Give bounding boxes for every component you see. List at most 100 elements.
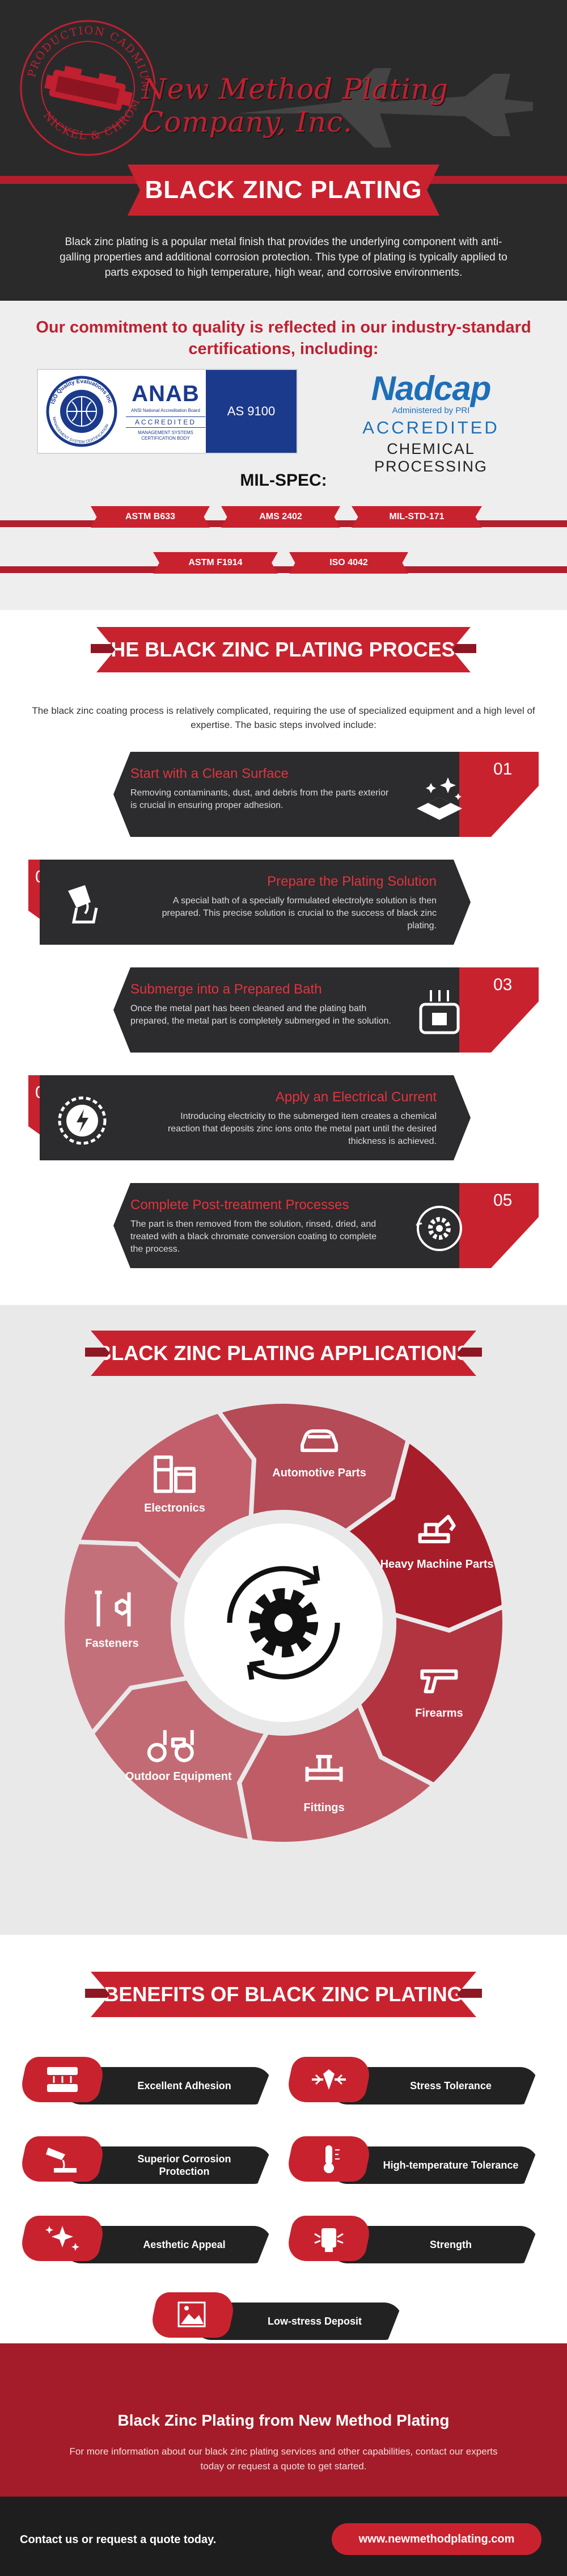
nadcap-accredited: ACCREDITED xyxy=(362,418,500,437)
spec-tag: MIL-STD-171 xyxy=(352,506,482,528)
spec-tag: ASTM B633 xyxy=(91,506,210,528)
anab-tagline: ANSI National Accreditation Board xyxy=(131,408,200,413)
as9100-label: AS 9100 xyxy=(206,370,297,453)
pipe-fitting-icon xyxy=(305,1754,343,1782)
application-label: Fasteners xyxy=(85,1637,139,1649)
car-icon xyxy=(301,1429,338,1453)
step-title: Apply an Electrical Current xyxy=(275,1089,437,1105)
process-title: THE BLACK ZINC PLATING PROCESS xyxy=(98,638,469,661)
benefits-section: BENEFITS OF BLACK ZINC PLATING Excellent… xyxy=(0,1935,567,2343)
step-number: 01 xyxy=(493,760,513,778)
footer-title: Black Zinc Plating from New Method Plati… xyxy=(117,2411,450,2429)
binoculars-icon xyxy=(147,1730,194,1762)
benefit-badge xyxy=(284,2216,374,2261)
spec-stripe-2 xyxy=(0,566,567,573)
benefit-label: Low-stress Deposit xyxy=(267,2316,362,2327)
pistol-icon xyxy=(420,1669,458,1694)
strength-icon xyxy=(314,2228,344,2252)
benefit-item: High-temperature Tolerance xyxy=(284,2136,539,2187)
spec-tag: AMS 2402 xyxy=(221,506,340,528)
deposit-icon xyxy=(177,2301,206,2327)
applications-title: BLACK ZINC PLATING APPLICATIONS xyxy=(96,1341,471,1365)
benefit-label: Aesthetic Appeal xyxy=(143,2239,226,2250)
appliances-icon xyxy=(154,1455,196,1493)
benefit-item: Superior Corrosion Protection xyxy=(18,2136,272,2187)
benefit-label: Excellent Adhesion xyxy=(137,2080,231,2091)
stress-icon xyxy=(312,2069,346,2090)
benefits-title: BENEFITS OF BLACK ZINC PLATING xyxy=(104,1982,463,2006)
benefit-badge xyxy=(148,2292,238,2338)
title-band: BLACK ZINC PLATING xyxy=(0,165,567,221)
intro-text: Black zinc plating is a popular metal fi… xyxy=(60,236,507,279)
benefit-item: Strength xyxy=(284,2216,539,2267)
application-segment xyxy=(74,1408,257,1586)
process-step: 05 Complete Post-treatment Processes The… xyxy=(28,1183,539,1268)
application-label: Automotive Parts xyxy=(272,1467,366,1479)
process-title-ribbon: THE BLACK ZINC PLATING PROCESS xyxy=(96,627,471,672)
sparkle-icon xyxy=(45,2226,79,2251)
thermometer-icon xyxy=(324,2145,340,2173)
electric-current-icon xyxy=(58,1096,107,1145)
benefit-label: Strength xyxy=(430,2239,472,2250)
title-ribbon: BLACK ZINC PLATING xyxy=(128,165,439,216)
certifications-heading: Our commitment to quality is reflected i… xyxy=(36,318,531,358)
benefit-badge xyxy=(18,2216,107,2261)
aircraft-silhouette-icon xyxy=(238,68,533,148)
nadcap-logo: Nadcap xyxy=(371,369,492,407)
anab-accredited: ACCREDITED xyxy=(126,416,205,428)
pour-solution-icon xyxy=(68,885,98,924)
company-logo: PRODUCTION CADMIUM NICKEL & CHROME xyxy=(12,7,159,159)
step-number-badge: 01 xyxy=(459,752,539,837)
adhesion-icon xyxy=(47,2067,78,2092)
contact-text: Contact us or request a quote today. xyxy=(20,2533,217,2546)
spec-tag: ISO 4042 xyxy=(289,552,408,574)
step-desc: Once the metal part has been cleaned and… xyxy=(130,1004,391,1026)
benefit-item: Stress Tolerance xyxy=(284,2057,539,2108)
process-step: 02 Prepare the Plating Solution A specia… xyxy=(28,860,539,945)
step-title: Start with a Clean Surface xyxy=(130,766,289,781)
milspec-title: MIL-SPEC: xyxy=(240,471,327,490)
step-title: Submerge into a Prepared Bath xyxy=(130,982,322,997)
benefit-badge xyxy=(284,2136,374,2182)
step-number: 05 xyxy=(493,1191,513,1210)
submerge-bath-icon xyxy=(419,990,460,1034)
step-desc: Removing contaminants, dust, and debris … xyxy=(130,788,389,810)
footer: Black Zinc Plating from New Method Plati… xyxy=(0,2343,567,2576)
post-treatment-icon xyxy=(416,1206,462,1251)
company-name: New Method Plating Company, Inc. xyxy=(142,73,448,138)
application-label: Outdoor Equipment xyxy=(125,1770,232,1783)
application-label: Firearms xyxy=(415,1707,463,1719)
benefit-label: Stress Tolerance xyxy=(410,2080,492,2091)
process-intro: The black zinc coating process is relati… xyxy=(32,705,535,730)
gear-cycle-icon xyxy=(227,1565,340,1680)
anab-logo-text: ANAB xyxy=(132,381,200,406)
header: PRODUCTION CADMIUM NICKEL & CHROME New M… xyxy=(0,0,567,301)
step-title: Complete Post-treatment Processes xyxy=(130,1197,349,1213)
step-title: Prepare the Plating Solution xyxy=(267,874,437,889)
benefit-label: High-temperature Tolerance xyxy=(383,2160,519,2171)
website-link-button[interactable]: www.newmethodplating.com xyxy=(332,2523,541,2555)
process-step: 04 Apply an Electrical Current Introduci… xyxy=(28,1075,539,1160)
clean-surface-icon xyxy=(417,777,462,820)
step-number: 03 xyxy=(493,975,513,994)
fasteners-icon xyxy=(95,1590,131,1627)
anab-logo: ANAB ANSI National Accreditation Board A… xyxy=(126,381,205,441)
step-card xyxy=(40,860,471,945)
iso-seal-icon: ISO Quality Evaluations Inc MANAGEMENT S… xyxy=(46,376,117,447)
anab-certificate-badge: ISO Quality Evaluations Inc MANAGEMENT S… xyxy=(37,369,298,454)
process-step: 03 Submerge into a Prepared Bath Once th… xyxy=(28,967,539,1053)
nadcap-administered: Administered by PRI xyxy=(392,406,470,415)
certifications-section: Our commitment to quality is reflected i… xyxy=(0,301,567,610)
applications-section: BLACK ZINC PLATING APPLICATIONS Automoti… xyxy=(0,1305,567,1935)
benefit-badge xyxy=(284,2057,374,2102)
excavator-icon xyxy=(418,1514,456,1543)
anab-sub: MANAGEMENT SYSTEMS CERTIFICATION BODY xyxy=(138,430,193,441)
step-number-badge: 05 xyxy=(459,1183,539,1268)
benefit-label: Superior Corrosion Protection xyxy=(137,2153,231,2177)
benefit-item: Aesthetic Appeal xyxy=(18,2216,272,2267)
step-desc: The part is then removed from the soluti… xyxy=(130,1219,377,1254)
benefit-item: Excellent Adhesion xyxy=(18,2057,272,2108)
step-card xyxy=(40,1075,471,1160)
corrosion-icon xyxy=(46,2148,77,2173)
